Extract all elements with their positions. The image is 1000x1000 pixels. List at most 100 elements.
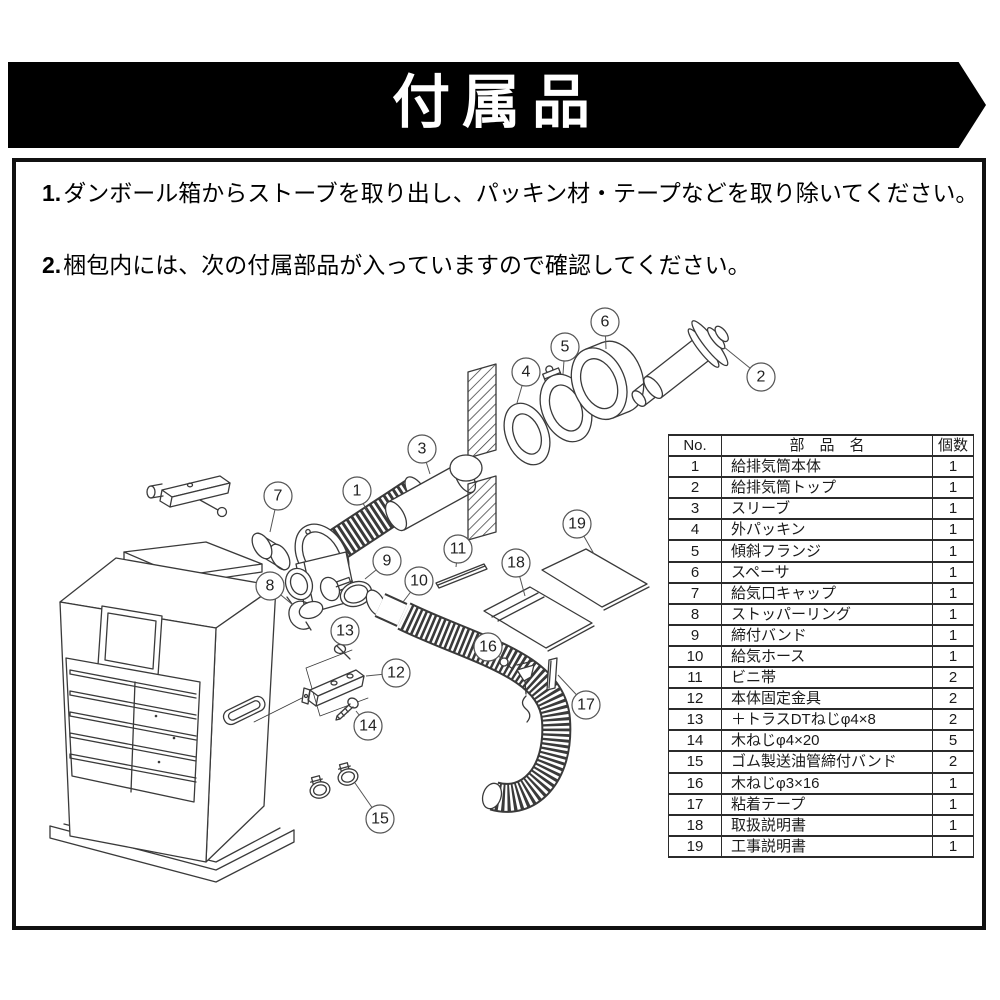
part-name: 木ねじφ3×16	[721, 771, 933, 795]
part-qty: 2	[932, 666, 974, 690]
part-name: スペーサ	[721, 560, 933, 584]
part-no: 11	[668, 666, 722, 690]
part-name: 給排気筒トップ	[721, 476, 933, 500]
callout-18: 18	[501, 548, 531, 597]
callout-12: 12	[365, 658, 411, 688]
svg-text:17: 17	[577, 697, 595, 714]
instruction-1-text: ダンボール箱からストーブを取り出し、パッキン材・テープなどを取り除いてください。	[63, 180, 979, 206]
svg-text:14: 14	[359, 718, 377, 735]
part-qty: 1	[932, 813, 974, 837]
part-qty: 2	[932, 687, 974, 711]
clamp-band	[335, 576, 373, 608]
part-name: 給気口キャップ	[721, 581, 933, 605]
callout-2: 2	[723, 346, 776, 392]
header-no: No.	[668, 433, 722, 458]
svg-text:5: 5	[561, 339, 570, 356]
part-name: 粘着テープ	[721, 792, 933, 816]
part-name: 外パッキン	[721, 518, 933, 542]
part-qty: 1	[932, 581, 974, 605]
part-qty: 1	[932, 560, 974, 584]
instruction-1-number: 1.	[42, 180, 62, 206]
screw-and-damper	[499, 655, 535, 723]
svg-text:6: 6	[601, 314, 610, 331]
callout-6: 6	[590, 307, 620, 350]
intake-hose	[365, 589, 572, 813]
spacer	[570, 340, 645, 420]
part-no: 13	[668, 708, 722, 732]
header-qty: 個数	[932, 433, 974, 458]
part-qty: 1	[932, 497, 974, 521]
part-no: 3	[668, 497, 722, 521]
part-no: 18	[668, 813, 722, 837]
diagram-artwork	[49, 320, 729, 883]
callout-9: 9	[364, 546, 402, 580]
part-qty: 1	[932, 771, 974, 795]
part-name: 給排気筒本体	[721, 455, 933, 479]
svg-text:4: 4	[522, 364, 531, 381]
vinyl-tie	[435, 563, 488, 589]
part-qty: 1	[932, 834, 974, 858]
part-no: 8	[668, 602, 722, 626]
svg-text:9: 9	[383, 553, 392, 570]
svg-text:8: 8	[266, 578, 275, 595]
side-handle	[222, 695, 266, 726]
part-name: 取扱説明書	[721, 813, 933, 837]
part-no: 19	[668, 834, 722, 858]
part-qty: 1	[932, 623, 974, 647]
part-qty: 1	[932, 539, 974, 563]
callout-16: 16	[473, 632, 503, 662]
callout-15: 15	[354, 782, 395, 834]
callout-7: 7	[263, 481, 293, 533]
part-name: ゴム製送油管締付バンド	[721, 750, 933, 774]
stopper-ring	[286, 596, 312, 631]
part-name: 給気ホース	[721, 644, 933, 669]
section-banner: 付属品	[8, 62, 986, 148]
callout-3: 3	[407, 434, 437, 475]
part-no: 4	[668, 518, 722, 542]
part-qty: 5	[932, 729, 974, 753]
svg-text:19: 19	[568, 516, 586, 533]
part-name: 本体固定金具	[721, 687, 933, 711]
parts-table-header-row: No. 部 品 名 個数	[668, 433, 974, 458]
adhesive-tape	[546, 657, 558, 691]
outer-packing	[503, 402, 551, 466]
part-no: 10	[668, 644, 722, 669]
header-name: 部 品 名	[721, 433, 933, 458]
svg-text:2: 2	[757, 369, 766, 386]
part-qty: 2	[932, 750, 974, 774]
bracket-screw-set	[253, 643, 369, 723]
svg-text:12: 12	[387, 665, 405, 682]
callout-13: 13	[330, 616, 360, 646]
part-name: 工事説明書	[721, 834, 933, 858]
part-name: ストッパーリング	[721, 602, 933, 626]
svg-text:18: 18	[507, 555, 525, 572]
part-no: 17	[668, 792, 722, 816]
flue-top	[631, 320, 729, 407]
content-box: 1.ダンボール箱からストーブを取り出し、パッキン材・テープなどを取り除いてくださ…	[12, 158, 986, 930]
instruction-step-2: 2.梱包内には、次の付属部品が入っていますので確認してください。	[42, 250, 1000, 282]
instruction-step-1: 1.ダンボール箱からストーブを取り出し、パッキン材・テープなどを取り除いてくださ…	[42, 178, 1000, 210]
callout-17: 17	[557, 674, 601, 720]
part-no: 9	[668, 623, 722, 647]
pipe-flange-junction	[284, 523, 357, 620]
part-qty: 1	[932, 792, 974, 816]
part-name: スリーブ	[721, 497, 933, 521]
svg-text:3: 3	[418, 441, 427, 458]
part-no: 16	[668, 771, 722, 795]
part-qty: 1	[932, 644, 974, 669]
part-no: 1	[668, 455, 722, 479]
svg-text:10: 10	[410, 573, 428, 590]
part-no: 5	[668, 539, 722, 563]
part-no: 6	[668, 560, 722, 584]
